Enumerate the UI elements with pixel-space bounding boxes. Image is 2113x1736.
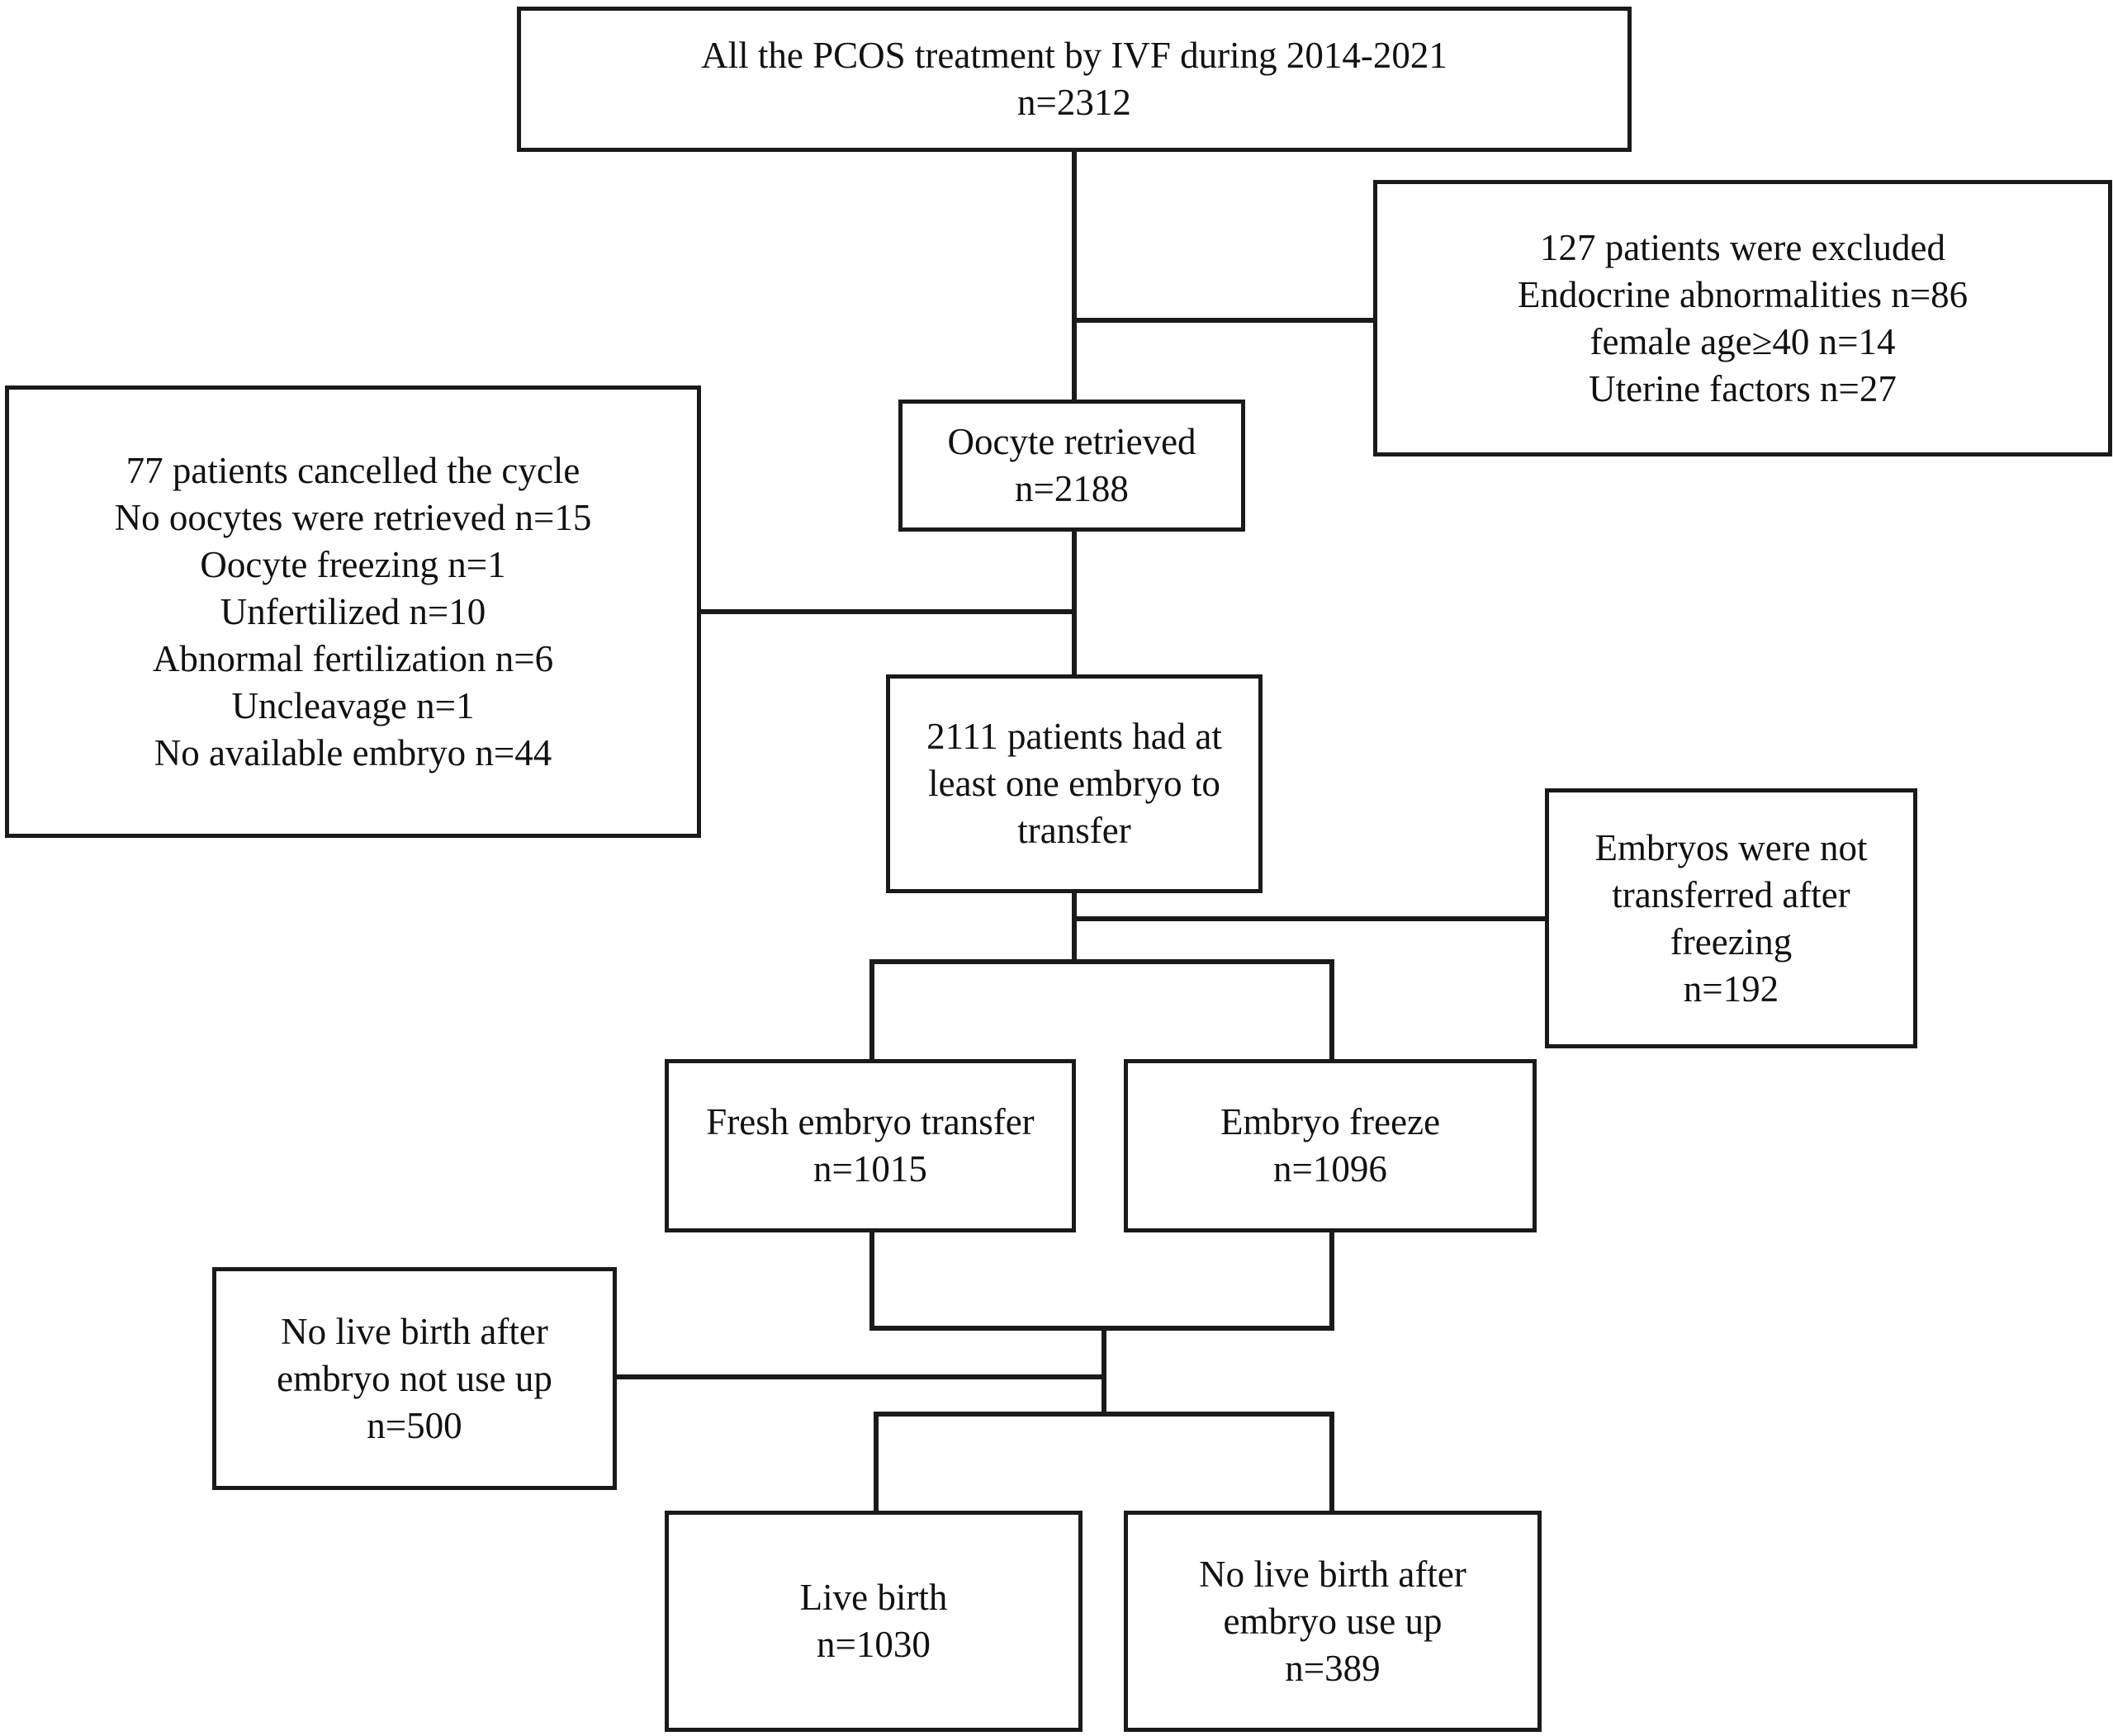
connector-line <box>698 609 1077 614</box>
box-text-line: Endocrine abnormalities n=86 <box>1517 273 1969 315</box>
at-least-one-embryo-box: 2111 patients had at least one embryo to… <box>886 674 1263 893</box>
connector-line <box>1072 318 1377 323</box>
connector-line <box>1102 1326 1106 1417</box>
connector-line <box>874 1412 1334 1417</box>
box-text-line: Uncleavage n=1 <box>231 684 475 726</box>
box-text-line: No oocytes were retrieved n=15 <box>114 496 592 538</box>
live-birth-box: Live birth n=1030 <box>665 1511 1083 1732</box>
box-text-line: n=1015 <box>813 1148 927 1190</box>
box-text-line: 127 patients were excluded <box>1539 226 1946 268</box>
connector-line <box>614 1374 1106 1379</box>
connector-line <box>1329 959 1334 1062</box>
box-text-line: embryo use up <box>1223 1600 1443 1642</box>
box-text-line: least one embryo to <box>928 763 1220 804</box>
connector-line <box>874 1412 879 1515</box>
box-text-line: No live birth after <box>281 1310 548 1352</box>
box-text-line: Live birth <box>799 1577 948 1618</box>
box-text-line: Uterine factors n=27 <box>1589 367 1897 409</box>
fresh-embryo-transfer-box: Fresh embryo transfer n=1015 <box>665 1059 1076 1232</box>
box-text-line: n=500 <box>367 1404 462 1446</box>
box-text-line: Fresh embryo transfer <box>706 1101 1035 1142</box>
connector-line <box>1072 892 1077 962</box>
connector-line <box>1072 916 1547 921</box>
box-text-line: Oocyte retrieved <box>947 421 1196 462</box>
connector-line <box>1072 149 1077 403</box>
box-text-line: n=192 <box>1683 967 1779 1010</box>
oocyte-retrieved-box: Oocyte retrieved n=2188 <box>898 400 1245 532</box>
box-text-line: female age≥40 n=14 <box>1589 320 1896 362</box>
connector-line <box>1072 528 1077 677</box>
box-text-line: Oocyte freezing n=1 <box>200 543 506 585</box>
box-text-line: transfer <box>1017 810 1131 851</box>
no-live-birth-not-used-box: No live birth after embryo not use up n=… <box>212 1267 617 1490</box>
not-transferred-box: Embryos were not transferred after freez… <box>1545 788 1917 1048</box>
excluded-box: 127 patients were excluded Endocrine abn… <box>1373 180 2112 456</box>
embryo-freeze-box: Embryo freeze n=1096 <box>1124 1059 1537 1232</box>
box-text-line: transferred after <box>1612 873 1850 915</box>
cancelled-box: 77 patients cancelled the cycle No oocyt… <box>5 386 701 838</box>
box-text-line: Unfertilized n=10 <box>220 590 486 632</box>
connector-line <box>869 1230 874 1331</box>
box-text-line: 2111 patients had at <box>926 716 1222 757</box>
box-text-line: n=2312 <box>1017 82 1131 123</box>
connector-line <box>869 959 1334 964</box>
box-text-line: Embryos were not <box>1594 826 1868 868</box>
box-text-line: n=389 <box>1285 1647 1381 1689</box>
connector-line <box>1329 1412 1334 1515</box>
box-text-line: All the PCOS treatment by IVF during 201… <box>701 35 1447 76</box>
box-text-line: embryo not use up <box>277 1357 552 1399</box>
box-text-line: Embryo freeze <box>1220 1101 1441 1142</box>
box-text-line: 77 patients cancelled the cycle <box>126 449 580 491</box>
box-text-line: Abnormal fertilization n=6 <box>152 637 554 679</box>
connector-line <box>869 959 874 1062</box>
box-text-line: freezing <box>1670 920 1793 963</box>
box-text-line: No live birth after <box>1199 1553 1466 1595</box>
box-text-line: n=1030 <box>817 1624 931 1665</box>
box-text-line: n=2188 <box>1015 468 1129 509</box>
box-text-line: n=1096 <box>1273 1148 1387 1190</box>
connector-line <box>1329 1230 1334 1331</box>
no-live-birth-used-up-box: No live birth after embryo use up n=389 <box>1124 1511 1542 1732</box>
box-text-line: No available embryo n=44 <box>154 731 552 773</box>
all-pcos-box: All the PCOS treatment by IVF during 201… <box>517 7 1632 152</box>
